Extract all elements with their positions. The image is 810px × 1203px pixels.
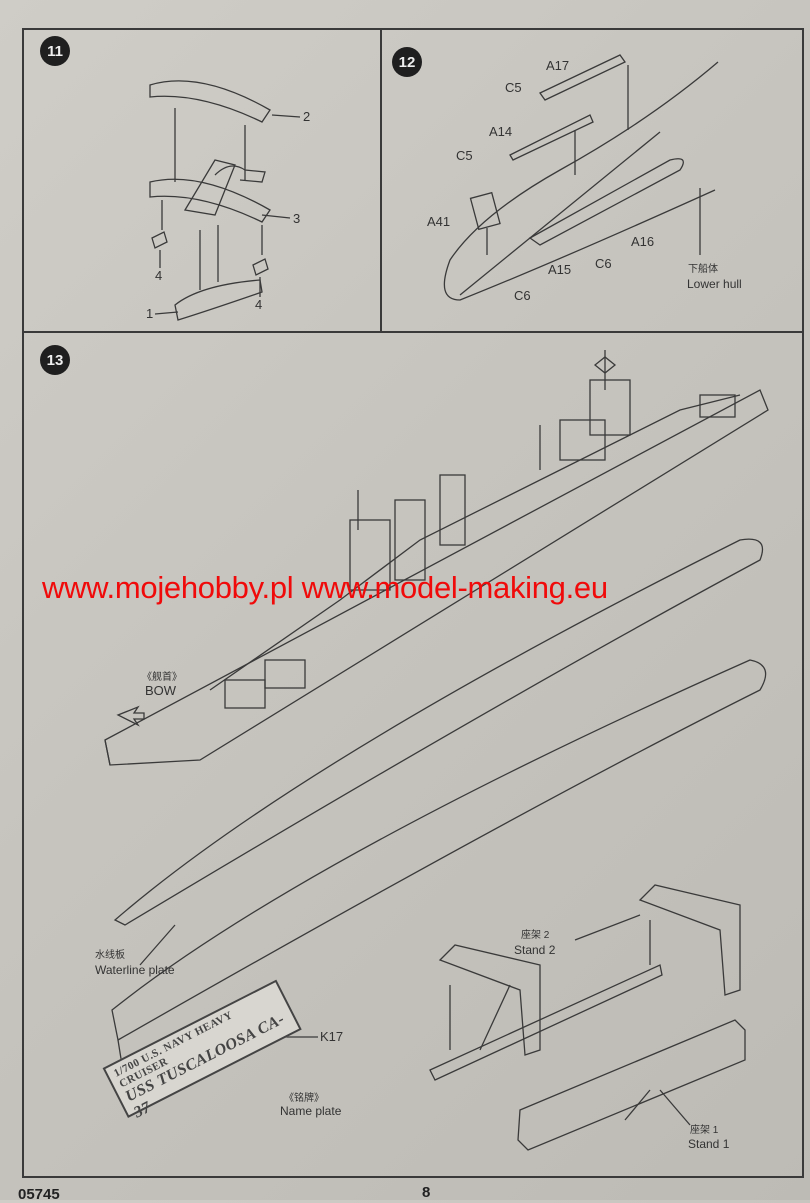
part-label: C5	[456, 148, 473, 163]
part-label: C6	[514, 288, 531, 303]
ship-drawing	[104, 350, 769, 766]
part-label: A15	[548, 262, 572, 277]
part-label: A16	[631, 234, 655, 249]
waterline-label: Waterline plate	[95, 963, 175, 977]
part-label: C6	[595, 256, 612, 271]
waterline-plate-drawing	[111, 538, 767, 1066]
page-number: 8	[422, 1184, 431, 1201]
lower-hull-label-cn: 下船体	[688, 264, 718, 275]
part-label: 2	[303, 109, 311, 124]
part-label: A41	[427, 214, 451, 229]
stand1-label-cn: 座架 1	[690, 1125, 719, 1136]
part-label-k17: K17	[320, 1029, 344, 1044]
part-label: C5	[505, 80, 522, 95]
bow-label: BOW	[145, 683, 177, 698]
floatplane-drawing	[149, 80, 301, 321]
step-number-badge: 12	[392, 47, 422, 77]
step-13-panel	[22, 331, 804, 1178]
bow-label-cn: 《舰首》	[142, 672, 182, 683]
lower-hull-label: Lower hull	[687, 277, 742, 291]
part-label: A17	[546, 58, 570, 73]
waterline-label-cn: 水线板	[95, 950, 125, 961]
part-label: 4	[255, 297, 263, 312]
lower-hull-drawing	[443, 54, 719, 301]
watermark: www.mojehobby.pl www.model-making.eu	[42, 570, 608, 605]
stand2-label: Stand 2	[514, 943, 556, 957]
stand1-label: Stand 1	[688, 1137, 730, 1151]
nameplate-label-cn: 《铭牌》	[284, 1093, 324, 1104]
step-number-badge: 13	[40, 345, 70, 375]
stand2-label-cn: 座架 2	[521, 930, 550, 941]
stand-drawing	[429, 884, 746, 1151]
part-label: 3	[293, 211, 301, 226]
part-label: 4	[155, 268, 163, 283]
step-number-badge: 11	[40, 36, 70, 66]
part-label: 1	[146, 306, 154, 321]
nameplate-label: Name plate	[280, 1104, 342, 1118]
part-label: A14	[489, 124, 513, 139]
product-code: 05745	[18, 1186, 60, 1203]
